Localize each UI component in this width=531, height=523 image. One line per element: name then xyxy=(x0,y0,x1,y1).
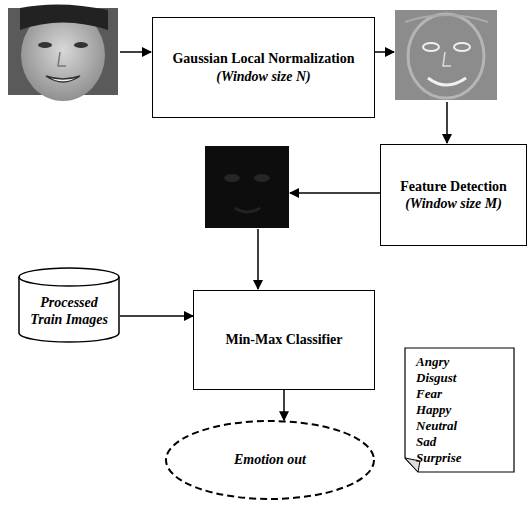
output-ellipse: Emotion out xyxy=(165,420,375,500)
flow-arrow xyxy=(375,51,394,53)
flow-connector xyxy=(120,315,193,317)
node-text: Gaussian Local Normalization xyxy=(172,50,354,68)
normalized-image xyxy=(395,10,497,100)
flow-arrow xyxy=(446,102,448,143)
node-text: Angry xyxy=(416,354,449,370)
node-text: Emotion out xyxy=(234,451,306,469)
node-text: Fear xyxy=(416,386,442,402)
feature-image xyxy=(205,146,289,228)
flow-arrow xyxy=(290,192,380,194)
node-text: (Window size N) xyxy=(216,68,310,86)
node-text: Processed Train Images xyxy=(29,294,109,329)
node-text: Neutral xyxy=(416,418,457,434)
classifier-box: Min-Max Classifier xyxy=(193,290,375,390)
database-cylinder: Processed Train Images xyxy=(18,268,120,342)
flow-connector xyxy=(283,390,285,420)
flow-arrow xyxy=(257,229,259,289)
node-text: (Window size M) xyxy=(405,195,502,213)
face-photo xyxy=(8,4,118,101)
process-box: Gaussian Local Normalization(Window size… xyxy=(152,17,375,118)
process-box: Feature Detection(Window size M) xyxy=(380,144,527,246)
node-text: Happy xyxy=(416,402,451,418)
emotion-list-note: AngryDisgustFearHappyNeutralSadSurprise xyxy=(404,347,515,473)
flow-arrow xyxy=(120,51,151,53)
node-text: Disgust xyxy=(416,370,456,386)
node-text: Sad xyxy=(416,434,436,450)
node-text: Min-Max Classifier xyxy=(225,331,342,349)
node-text: Feature Detection xyxy=(400,178,507,196)
node-text: Surprise xyxy=(416,450,462,466)
